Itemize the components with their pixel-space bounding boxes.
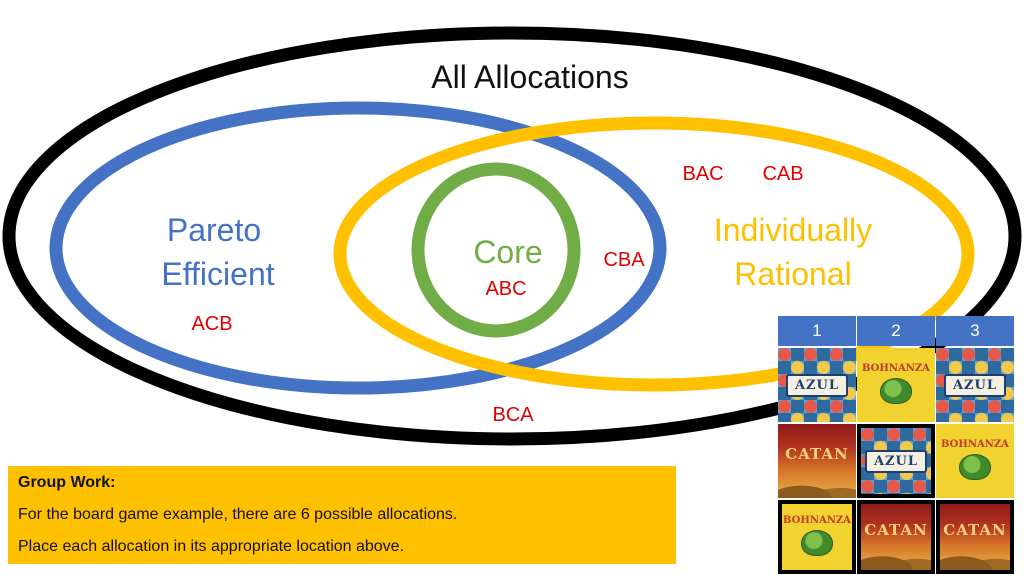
bohnanza-box-art: BOHNANZA (857, 348, 935, 422)
hills-illustration (861, 548, 931, 570)
group-work-line-2: Place each allocation in its appropriate… (18, 538, 405, 555)
game-title: CATAN (864, 521, 928, 539)
diagram-title: All Allocations (431, 59, 628, 95)
azul-box-art: AZUL (778, 348, 856, 422)
game-title: AZUL (785, 373, 849, 397)
game-title: BOHNANZA (941, 438, 1009, 450)
game-grid-row: AZUL BOHNANZA AZUL (778, 348, 1014, 422)
catan-box-art: CATAN (778, 424, 856, 498)
all-allocations-ellipse (2, 26, 1022, 446)
rational-label-line2: Rational (734, 256, 851, 292)
hills-illustration (778, 476, 856, 498)
group-work-line-1: For the board game example, there are 6 … (18, 506, 458, 523)
pareto-label-line2: Efficient (161, 256, 274, 292)
column-header: 1 (778, 316, 856, 346)
rational-label-line1: Individually (714, 212, 872, 248)
pareto-efficient-ellipse (49, 101, 667, 395)
allocation-abc: ABC (485, 278, 526, 300)
azul-box-art: AZUL (936, 348, 1014, 422)
column-header: 2 (857, 316, 935, 346)
bean-illustration (801, 529, 833, 556)
catan-box-art: CATAN (857, 500, 935, 574)
allocation-cab: CAB (762, 163, 803, 185)
bean-illustration (959, 453, 991, 480)
game-title: BOHNANZA (862, 362, 930, 374)
catan-box-art: CATAN (936, 500, 1014, 574)
game-grid-row: BOHNANZA CATAN CATAN (778, 500, 1014, 574)
bohnanza-box-art: BOHNANZA (778, 500, 856, 574)
bohnanza-box-art: BOHNANZA (936, 424, 1014, 498)
game-title: AZUL (943, 373, 1007, 397)
allocation-cba: CBA (603, 249, 645, 271)
allocation-bca: BCA (492, 404, 534, 426)
group-work-box: Group Work: For the board game example, … (8, 466, 676, 564)
bean-illustration (880, 377, 912, 404)
core-label: Core (473, 234, 542, 270)
game-title: BOHNANZA (783, 514, 851, 526)
pareto-label-line1: Pareto (167, 212, 261, 248)
game-title: AZUL (864, 449, 928, 473)
game-grid-row: CATAN AZUL BOHNANZA (778, 424, 1014, 498)
allocation-acb: ACB (191, 313, 232, 335)
allocation-bac: BAC (682, 163, 723, 185)
core-circle (411, 162, 581, 338)
individually-rational-ellipse (333, 116, 975, 392)
column-header: 3 (936, 316, 1014, 346)
game-title: CATAN (943, 521, 1007, 539)
group-work-title: Group Work: (18, 474, 116, 491)
hills-illustration (940, 548, 1010, 570)
azul-box-art: AZUL (857, 424, 935, 498)
game-title: CATAN (785, 445, 849, 463)
game-grid-header: 1 2 3 (778, 316, 1014, 346)
